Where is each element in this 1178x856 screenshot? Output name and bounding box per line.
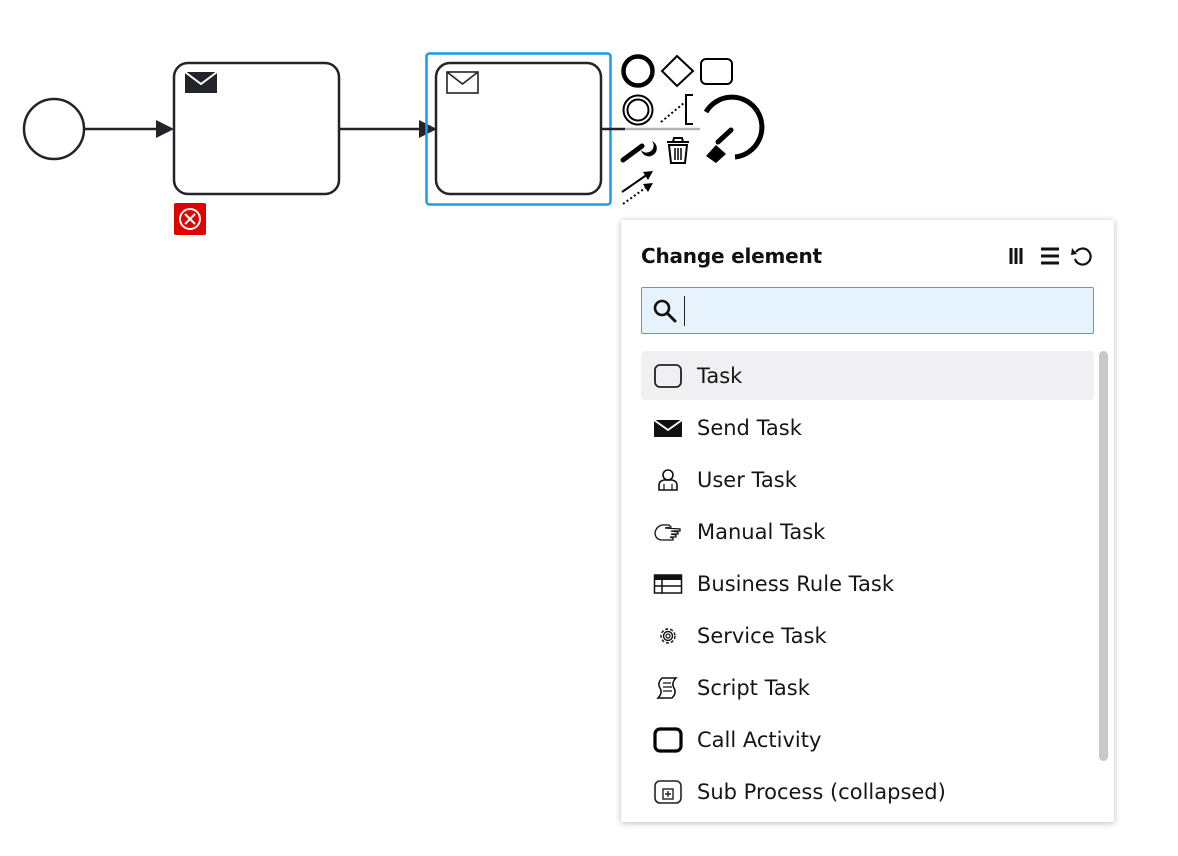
popup-header: Change element [641, 242, 1094, 270]
entry-label: Manual Task [697, 519, 826, 544]
list-icon[interactable] [1038, 244, 1062, 268]
popup-title: Change element [641, 244, 822, 268]
call-activity-icon [653, 725, 683, 755]
entry-call-activity[interactable]: Call Activity [641, 715, 1094, 764]
connect-arrow-icon[interactable] [621, 171, 653, 205]
entry-label: Send Task [697, 415, 802, 440]
error-marker[interactable] [174, 203, 206, 235]
task-icon [653, 361, 683, 391]
loading-spinner-arc [703, 94, 765, 160]
service-task-icon [653, 621, 683, 651]
color-brush-icon[interactable] [706, 127, 734, 163]
entry-script-task[interactable]: Script Task [641, 663, 1094, 712]
user-task-icon [653, 465, 683, 495]
entry-label: User Task [697, 467, 797, 492]
search-box [641, 287, 1094, 334]
manual-task-icon [653, 517, 683, 547]
entry-send-task[interactable]: Send Task [641, 403, 1094, 452]
entry-manual-task[interactable]: Manual Task [641, 507, 1094, 556]
search-input[interactable] [684, 295, 1079, 326]
script-task-icon [653, 673, 683, 703]
entry-label: Call Activity [697, 727, 822, 752]
entry-label: Business Rule Task [697, 571, 894, 596]
sequence-flow-1[interactable] [84, 120, 174, 138]
reset-icon[interactable] [1070, 244, 1094, 268]
scrollbar[interactable] [1099, 351, 1108, 761]
entries-list: Task Send Task User Task Manual Task Bus… [641, 351, 1094, 819]
entry-label: Task [697, 363, 743, 388]
intermediate-event-icon[interactable] [622, 94, 654, 126]
subprocess-collapsed-icon [653, 777, 683, 807]
scrollbar-thumb[interactable] [1099, 351, 1108, 761]
search-icon [652, 298, 678, 324]
entry-label: Script Task [697, 675, 810, 700]
end-event-icon[interactable] [621, 54, 655, 88]
entry-user-task[interactable]: User Task [641, 455, 1094, 504]
entry-business-rule-task[interactable]: Business Rule Task [641, 559, 1094, 608]
context-pad [620, 54, 765, 205]
send-task-envelope-icon [184, 71, 218, 93]
entry-label: Sub Process (collapsed) [697, 779, 946, 804]
entry-task[interactable]: Task [641, 351, 1094, 400]
columns-icon[interactable] [1006, 244, 1030, 268]
change-type-wrench-icon[interactable] [620, 141, 657, 163]
change-element-popup: Change element Task [621, 220, 1114, 822]
receive-task-shape[interactable] [425, 52, 612, 206]
entry-subprocess-collapsed[interactable]: Sub Process (collapsed) [641, 767, 1094, 816]
send-task-icon [653, 413, 683, 443]
text-annotation-icon[interactable] [660, 94, 693, 125]
header-icons [1006, 244, 1094, 268]
task-icon[interactable] [700, 58, 733, 85]
sequence-flow-2[interactable] [339, 120, 437, 138]
receive-task-envelope-icon [446, 71, 479, 94]
business-rule-task-icon [653, 569, 683, 599]
gateway-icon[interactable] [660, 54, 695, 88]
entry-label: Service Task [697, 623, 827, 648]
delete-trash-icon[interactable] [667, 137, 689, 164]
entry-service-task[interactable]: Service Task [641, 611, 1094, 660]
send-task-shape[interactable] [172, 61, 341, 196]
start-event[interactable] [22, 97, 86, 161]
